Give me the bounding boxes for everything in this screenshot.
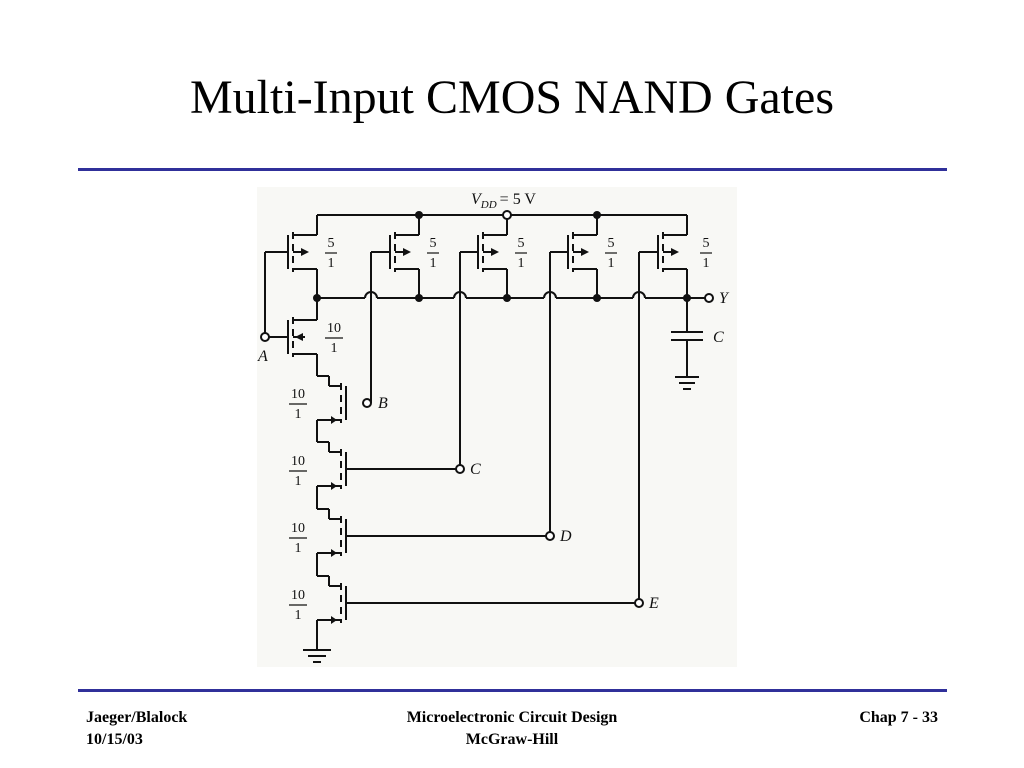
pmos-transistor [389,232,419,272]
input-label-c: C [470,461,481,478]
svg-text:1: 1 [331,341,338,356]
svg-text:5: 5 [328,236,335,251]
svg-text:1: 1 [703,256,710,271]
input-label-e: E [648,595,659,612]
input-terminal-e [634,598,644,608]
svg-text:1: 1 [328,256,335,271]
pmos-transistor [477,232,507,272]
nmos-ratio: 101 [289,588,307,623]
footer-divider [78,689,947,692]
footer-authors: Jaeger/Blalock 10/15/03 [86,707,187,751]
svg-text:1: 1 [608,256,615,271]
footer-publisher: McGraw-Hill [465,731,559,748]
svg-text:10: 10 [291,387,305,402]
svg-text:1: 1 [295,541,302,556]
schematic-svg: VDD= 5 V Y C A B C D E 51 51 51 51 51 10… [257,191,730,663]
nmos-ratio: 101 [289,521,307,556]
footer-chapter: Chap 7 - 33 [859,709,938,726]
nmos-ratio: 101 [289,454,307,489]
input-label-d: D [559,528,572,545]
svg-text:5: 5 [518,236,525,251]
footer-book: Microelectronic Circuit Design McGraw-Hi… [352,707,672,751]
svg-text:10: 10 [327,321,341,336]
output-label: Y [719,290,730,307]
svg-text:1: 1 [518,256,525,271]
svg-text:1: 1 [295,608,302,623]
input-terminal-c [455,464,465,474]
capacitor-label: C [713,329,724,346]
svg-text:1: 1 [430,256,437,271]
svg-text:5: 5 [608,236,615,251]
footer-author: Jaeger/Blalock [86,709,188,726]
pmos-ratio: 51 [427,236,439,271]
input-label-b: B [378,395,388,412]
svg-text:10: 10 [291,454,305,469]
input-terminal-a [260,332,270,342]
input-terminal-d [545,531,555,541]
footer-book-title: Microelectronic Circuit Design [406,709,618,726]
pmos-ratio: 51 [605,236,617,271]
output-terminal [704,293,714,303]
pmos-ratio: 51 [515,236,527,271]
svg-text:5: 5 [430,236,437,251]
vdd-terminal [502,210,512,220]
input-terminal-b [362,398,372,408]
vdd-label: VDD= 5 V [471,191,536,211]
svg-text:10: 10 [291,588,305,603]
pmos-transistor [567,232,597,272]
title-divider [78,168,947,171]
nmos-ratio: 101 [325,321,343,356]
svg-text:10: 10 [291,521,305,536]
svg-text:1: 1 [295,407,302,422]
footer-page-number: Chap 7 - 33 [760,707,938,729]
slide-title: Multi-Input CMOS NAND Gates [190,71,834,124]
pmos-transistor [657,232,687,272]
nmos-ratio: 101 [289,387,307,422]
svg-text:5: 5 [703,236,710,251]
input-label-a: A [257,348,268,365]
footer-date: 10/15/03 [86,731,143,748]
svg-text:1: 1 [295,474,302,489]
pmos-ratio: 51 [700,236,712,271]
pmos-ratio: 51 [325,236,337,271]
